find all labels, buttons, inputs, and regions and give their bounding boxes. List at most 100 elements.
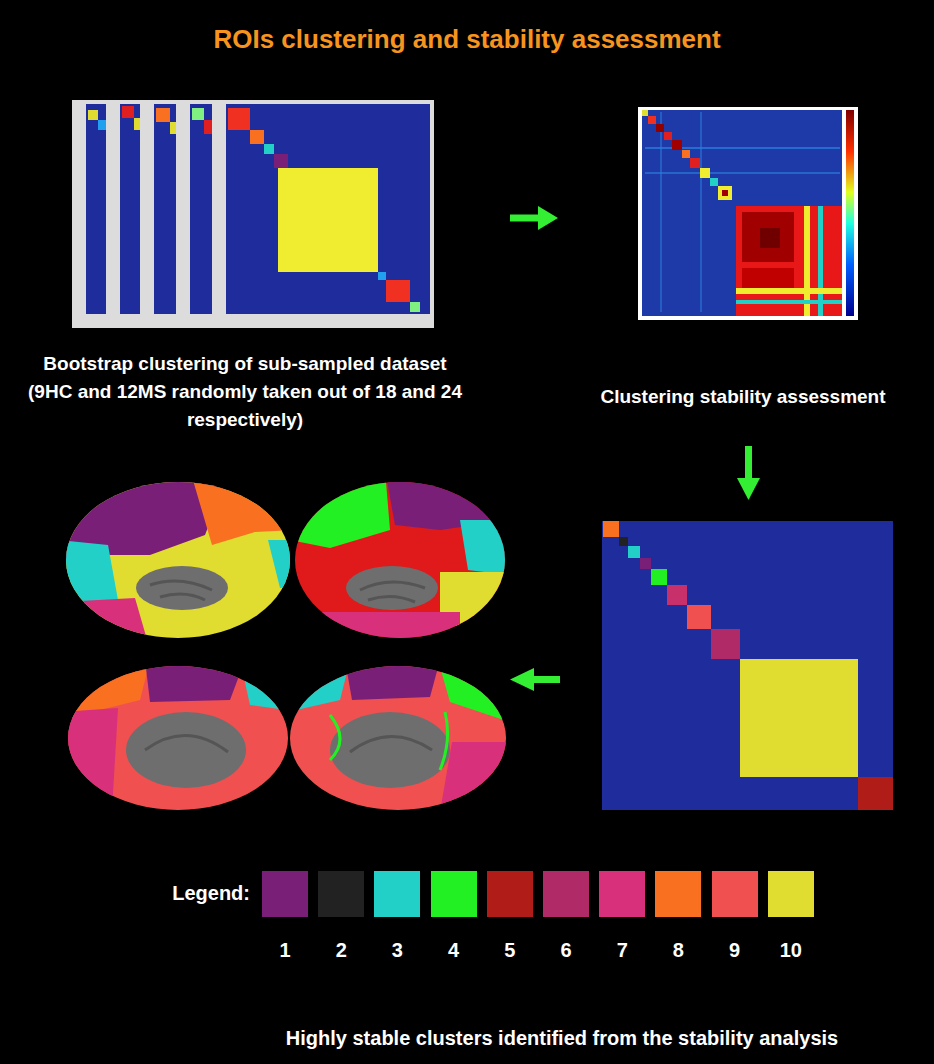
panel: Clustering stability assessment <box>558 100 928 421</box>
stable-cluster-matrix <box>602 521 893 810</box>
brain-lateral-right-part <box>360 582 425 602</box>
legend-swatch <box>262 871 308 917</box>
bootstrap-matrices-part <box>278 168 378 272</box>
stable-cluster-matrix-part <box>667 585 687 605</box>
brain-lateral-right <box>290 470 510 650</box>
brain-lateral-right-part <box>290 470 510 650</box>
bootstrap-matrices-part <box>156 108 170 122</box>
stability-heatmap-part <box>736 206 842 316</box>
stable-cluster-matrix-part <box>651 569 667 585</box>
stability-heatmap-part <box>760 228 780 248</box>
legend-swatch <box>374 871 420 917</box>
legend-swatch <box>318 871 364 917</box>
legend-swatch <box>655 871 701 917</box>
stability-heatmap-part <box>672 140 682 150</box>
brain-medial-left-part <box>60 708 118 810</box>
brain-medial-right-part <box>288 660 510 820</box>
stable-cluster-matrix-part <box>740 659 858 777</box>
brain-medial-right-part <box>350 736 432 752</box>
legend-number: 10 <box>761 937 821 963</box>
legend-swatch <box>712 871 758 917</box>
brain-lateral-left-part <box>190 470 300 545</box>
brain-medial-right-part <box>330 712 448 770</box>
stability-heatmap-part <box>736 300 842 304</box>
brain-lateral-left-part <box>136 566 228 610</box>
legend-number: 3 <box>367 937 427 963</box>
brain-medial-left-part <box>126 712 246 788</box>
brain-medial-left <box>60 660 300 820</box>
brain-lateral-left-part <box>150 581 212 600</box>
brain-medial-left-part <box>145 660 245 702</box>
legend-number: 7 <box>592 937 652 963</box>
stability-heatmap-part <box>645 172 840 174</box>
bootstrap-matrices-part <box>410 302 420 312</box>
bootstrap-matrices-part <box>122 106 134 118</box>
stable-cluster-matrix-part <box>602 521 893 810</box>
stability-heatmap-part <box>722 190 728 196</box>
caption: Highly stable clusters identified from t… <box>190 1024 934 1052</box>
flow-arrow <box>510 206 558 230</box>
legend-number: 2 <box>311 937 371 963</box>
stability-heatmap-part <box>742 268 794 288</box>
bootstrap-matrices-part <box>226 104 430 314</box>
stable-cluster-matrix-part <box>619 537 628 546</box>
panel-caption: Bootstrap clustering of sub-sampled data… <box>20 350 470 434</box>
stable-cluster-matrix-part <box>640 558 651 569</box>
stability-heatmap-part <box>648 116 656 124</box>
stability-heatmap-part <box>846 110 854 316</box>
stability-heatmap-part <box>818 206 823 316</box>
bootstrap-matrices-part <box>378 272 386 280</box>
legend-number: 9 <box>705 937 765 963</box>
brain-lateral-left-part <box>60 598 150 650</box>
legend-heading: Legend: <box>140 880 250 906</box>
flow-arrow-part <box>745 446 752 480</box>
stable-cluster-matrix-part <box>603 521 619 537</box>
brain-lateral-right-part <box>290 470 390 548</box>
brain-medial-left-part <box>60 660 300 820</box>
stable-cluster-matrix-part <box>711 629 740 659</box>
brain-medial-right-part <box>440 742 510 812</box>
stability-heatmap-part <box>710 178 718 186</box>
brain-medial-left-part <box>240 660 300 712</box>
stability-heatmap-part <box>700 168 710 178</box>
stable-cluster-matrix-part <box>858 777 893 810</box>
legend-swatch <box>768 871 814 917</box>
flow-arrow <box>510 446 760 691</box>
brain-lateral-right-part <box>385 470 510 530</box>
brain-medial-right-part <box>288 660 350 712</box>
stability-heatmap <box>638 107 858 320</box>
bootstrap-matrices-part <box>88 110 98 120</box>
brain-medial-right <box>288 660 510 820</box>
brain-medial-right-part <box>438 660 510 722</box>
stability-heatmap-part <box>736 288 842 294</box>
flow-arrow-part <box>532 676 560 683</box>
bootstrap-matrices-part <box>386 280 410 302</box>
stability-heatmap-part <box>656 124 664 132</box>
flow-arrow-part <box>510 668 534 691</box>
legend-swatch <box>431 871 477 917</box>
stability-heatmap-part <box>804 206 810 316</box>
stability-heatmap-part <box>742 212 794 262</box>
brain-medial-right-part <box>330 712 450 788</box>
flow-arrow-part <box>538 206 558 230</box>
stability-heatmap-part <box>682 150 690 158</box>
brain-lateral-right-part <box>320 612 460 650</box>
legend-number: 5 <box>480 937 540 963</box>
legend-number: 6 <box>536 937 596 963</box>
stability-heatmap-part <box>700 112 702 312</box>
brain-lateral-left-part <box>60 470 300 650</box>
stability-heatmap-part <box>690 158 700 168</box>
stability-heatmap-part <box>642 110 648 116</box>
bootstrap-matrices <box>72 100 434 328</box>
stable-cluster-matrix-part <box>687 605 711 629</box>
stability-heatmap-part <box>664 132 672 140</box>
panel: Bootstrap clustering of sub-sampled data… <box>20 95 510 444</box>
stability-heatmap-part <box>660 112 662 312</box>
brain-lateral-right-part <box>440 572 510 640</box>
stability-heatmap-part <box>638 107 858 320</box>
brain-lateral-left <box>60 470 300 650</box>
bootstrap-matrices-part <box>212 100 434 328</box>
bootstrap-matrices-part <box>274 154 288 168</box>
bootstrap-matrices-part <box>228 108 250 130</box>
legend-number: 4 <box>424 937 484 963</box>
